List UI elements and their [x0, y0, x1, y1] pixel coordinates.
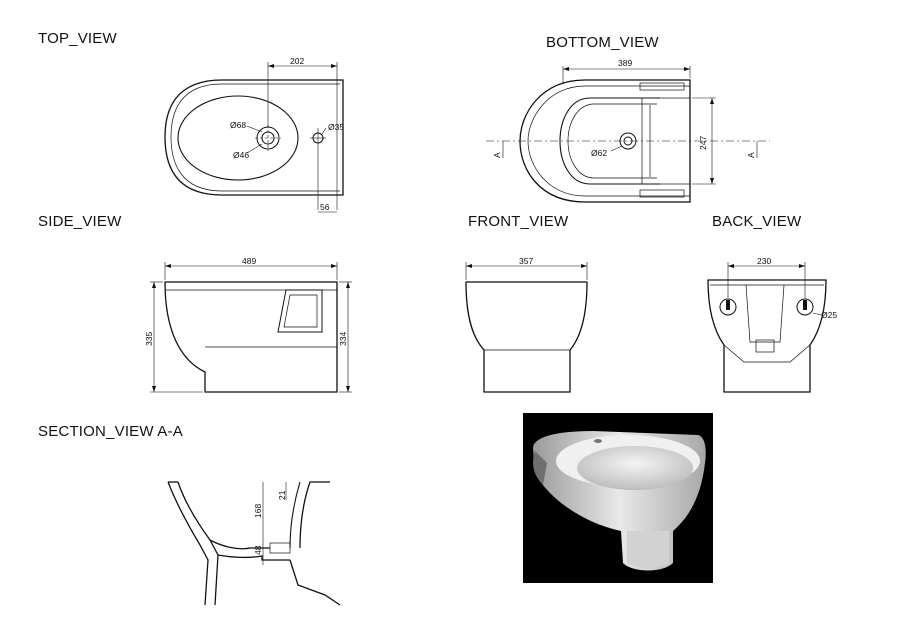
side-view-title: SIDE_VIEW	[38, 213, 122, 230]
section-depth-label: 168	[253, 504, 263, 518]
bottom-width-label: 389	[618, 58, 632, 68]
top-hole-outer-label: Ø68	[230, 120, 246, 130]
side-height-left-label: 335	[144, 332, 154, 346]
section-view-drawing	[167, 481, 341, 606]
top-view-title: TOP_VIEW	[38, 30, 117, 47]
side-height-right-label: 334	[338, 332, 348, 346]
front-view-title: FRONT_VIEW	[468, 213, 569, 230]
back-view-drawing	[707, 262, 827, 393]
front-view-drawing	[465, 262, 588, 393]
section-outlet-label: 48	[253, 545, 263, 555]
side-view-drawing	[150, 262, 352, 393]
side-length-label: 489	[242, 256, 256, 266]
bottom-height-label: 247	[698, 136, 708, 150]
section-marker-right: A	[746, 152, 756, 158]
section-marker-left: A	[492, 152, 502, 158]
back-hole-label: Ø25	[821, 310, 837, 320]
bottom-view-title: BOTTOM_VIEW	[546, 34, 659, 51]
bottom-hole-label: Ø62	[591, 148, 607, 158]
top-width-label: 202	[290, 56, 304, 66]
top-view-drawing	[164, 62, 344, 213]
section-view-title: SECTION_VIEW A-A	[38, 423, 183, 440]
front-width-label: 357	[519, 256, 533, 266]
back-view-title: BACK_VIEW	[712, 213, 802, 230]
bottom-view-drawing	[486, 66, 770, 203]
back-width-label: 230	[757, 256, 771, 266]
top-hole-inner-label: Ø46	[233, 150, 249, 160]
bidet-render	[533, 431, 706, 571]
product-photo	[523, 413, 713, 583]
top-tap-hole-label: Ø35	[328, 122, 344, 132]
top-offset-label: 56	[320, 202, 330, 212]
section-small-label: 21	[277, 490, 287, 500]
